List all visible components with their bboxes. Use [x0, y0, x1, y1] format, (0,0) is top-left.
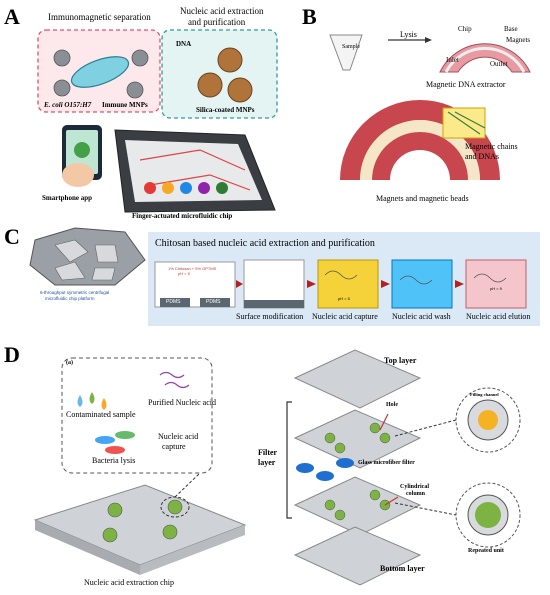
layer-stack [293, 349, 422, 586]
hand-icon [62, 163, 94, 187]
bacteria-icons [95, 431, 135, 454]
chains-label-2: and DNAs [465, 152, 499, 161]
centrifugal-chip-platform [29, 227, 146, 286]
immunomagnetic-title: Immunomagnetic separation [48, 12, 151, 22]
chains-label-1: Magnetic chains [465, 142, 518, 151]
bacterium-icon [70, 56, 130, 88]
step-surface-modification: Surface modification [236, 312, 304, 321]
extractor-label: Magnetic DNA extractor [426, 80, 506, 89]
panel-b-artwork [329, 34, 531, 180]
chip-name-label: Nucleic acid extraction chip [84, 578, 174, 587]
nucleic-title-1: Nucleic acid extraction [180, 6, 264, 16]
ecoli-label: E. coli O157:H7 [44, 101, 92, 109]
capture-label-1: Nucleic acid [158, 432, 199, 441]
beads-label: Magnets and magnetic beads [376, 194, 469, 203]
panel-label-a: A [4, 4, 20, 29]
chip-label: Finger-actuated microfluidic chip [132, 212, 233, 220]
smartphone-app-label: Smartphone app [42, 194, 92, 202]
outlet-label: Outlet [490, 60, 508, 68]
cylindrical-label-2: column [406, 491, 426, 497]
sample-drops [77, 392, 107, 410]
panel-label-c: C [4, 224, 20, 249]
filling-channel-label: Filling channel [470, 392, 499, 397]
sample-label: Sample [342, 44, 360, 50]
chitosan-ph: pH = 5 [178, 271, 190, 276]
step-capture: Nucleic acid capture [312, 312, 378, 321]
chitosan-reagent: 1% Chitosan + 5% GPTMS [168, 266, 217, 271]
panel-label-d: D [4, 342, 20, 367]
platform-label-2: microfluidic chip platform [45, 296, 95, 301]
glass-filter-label: Glass microfiber filter [358, 460, 415, 466]
purified-label: Purified Nucleic acid [148, 398, 216, 407]
bacteria-lysis-label: Bacteria lysis [92, 456, 136, 465]
lysis-workflow-box [61, 357, 213, 474]
contaminated-label: Contaminated sample [66, 410, 136, 419]
pdms-1: PDMS [166, 299, 181, 305]
panel-a-artwork [37, 29, 278, 213]
lysis-label: Lysis [400, 30, 417, 39]
nucleic-acid-strands [159, 371, 190, 389]
panel-label-b: B [302, 4, 317, 29]
inlet-label: Inlet [446, 56, 459, 64]
top-layer-label: Top layer [384, 356, 417, 365]
panel-d-artwork [33, 349, 521, 586]
hole-label: Hole [386, 402, 398, 408]
nucleic-title-2: and purification [188, 17, 246, 27]
immune-mnps-label: Immune MNPs [102, 101, 148, 109]
bottom-layer-label: Bottom layer [380, 564, 425, 573]
base-label: Base [504, 25, 518, 33]
extraction-chip-plate [33, 484, 247, 566]
repeated-unit-label: Repeated unit [468, 548, 504, 554]
step-capture-img [317, 259, 379, 309]
cylindrical-label-1: Cylindrical [400, 484, 430, 490]
reagent-wells [144, 182, 228, 194]
glass-filters [296, 458, 354, 481]
platform-label-1: 6-throughput symmetric centrifugal [40, 290, 110, 295]
magnet-arc-inner [372, 132, 468, 180]
immune-mnp-icons [53, 49, 149, 99]
step-elution-img [465, 259, 527, 309]
magnet-extractor-arc [439, 43, 531, 73]
capture-label-2: capture [162, 442, 186, 451]
step-elution: Nucleic acid elution [466, 312, 531, 321]
silica-mnps-label: Silica-coated MNPs [196, 106, 255, 114]
panel-c-artwork [29, 227, 540, 326]
magnets-label: Magnets [506, 36, 531, 44]
ph9-label: pH = 9 [490, 286, 502, 291]
step-wash: Nucleic acid wash [392, 312, 451, 321]
filter-layer-label-1: Filter [258, 448, 278, 457]
sub-label-a: (a) [66, 360, 73, 366]
ph5-label: pH = 5 [338, 296, 350, 301]
silica-mnp-icons [197, 47, 253, 103]
chip-b-label: Chip [458, 25, 472, 33]
sample-tube-icon [329, 34, 363, 71]
filter-layer-label-2: layer [258, 458, 276, 467]
step-arrows [236, 280, 464, 288]
chip-units [102, 499, 183, 543]
pdms-2: PDMS [206, 299, 221, 305]
chitosan-title: Chitosan based nucleic acid extraction a… [155, 238, 375, 249]
dna-label: DNA [176, 40, 192, 48]
